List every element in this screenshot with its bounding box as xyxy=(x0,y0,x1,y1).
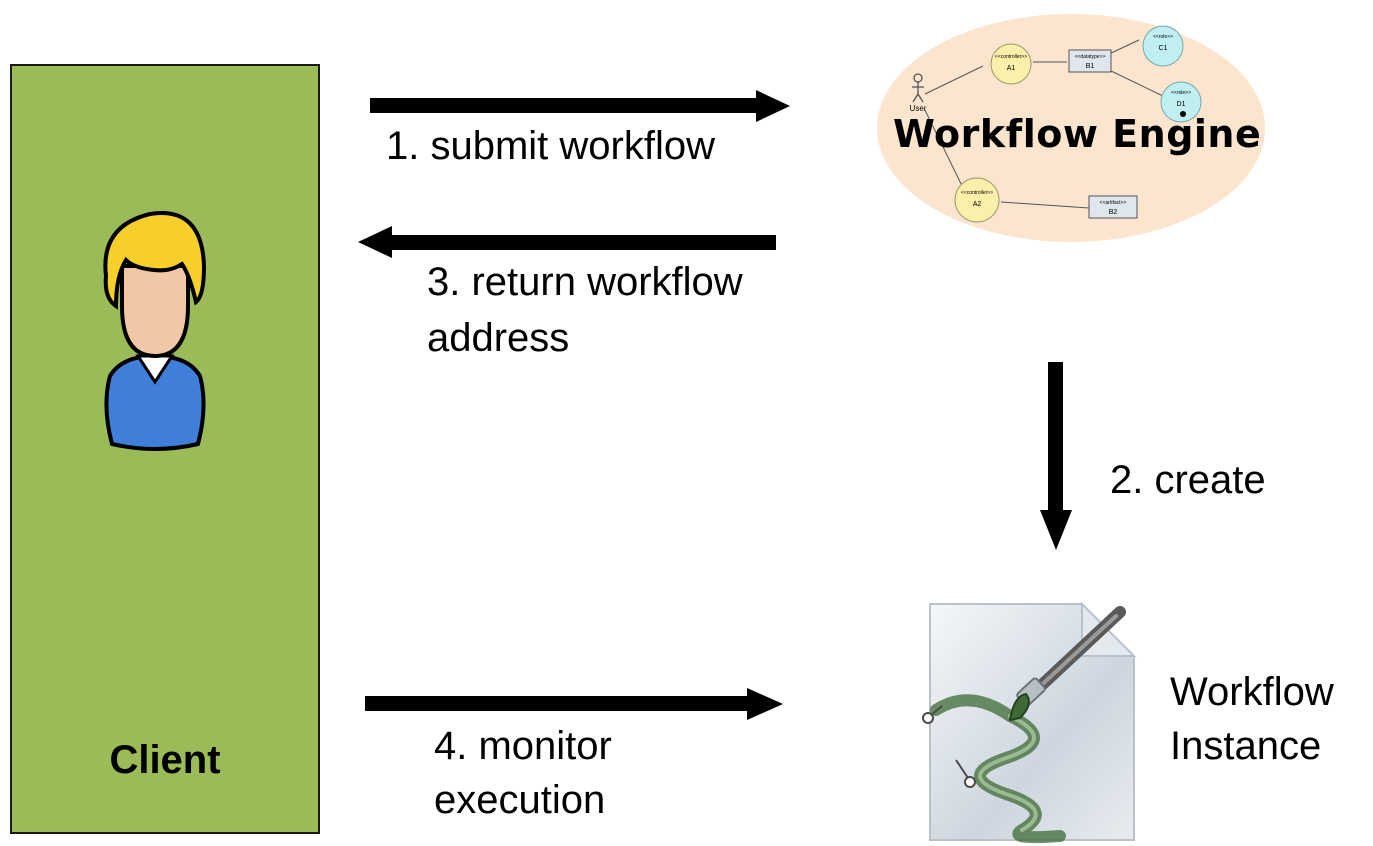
user-stick-icon xyxy=(912,73,924,103)
a2-text: A2 xyxy=(973,201,982,208)
step3-label-line1: 3. return workflow xyxy=(427,260,743,304)
a2-stereotype: <<controller>> xyxy=(961,190,993,196)
b2-stereotype: <<artifact>> xyxy=(1100,200,1127,206)
step4-label-line1: 4. monitor xyxy=(434,724,612,768)
step2-label: 2. create xyxy=(1110,458,1266,502)
submit-workflow-arrow xyxy=(370,90,790,122)
workflow-instance-document-icon xyxy=(922,601,1137,844)
step1-label: 1. submit workflow xyxy=(386,124,715,168)
user-text: User xyxy=(910,104,927,113)
path-handles-icon xyxy=(922,705,976,788)
a1-text: A1 xyxy=(1007,65,1016,72)
b1-text: B1 xyxy=(1086,63,1095,70)
b2-text: B2 xyxy=(1109,209,1118,216)
paintbrush-icon xyxy=(1008,606,1126,722)
client-label: Client xyxy=(109,738,221,782)
workflow-engine-title: Workflow Engine xyxy=(893,112,1262,156)
monitor-execution-arrow xyxy=(365,688,783,720)
return-address-arrow xyxy=(358,226,776,258)
a1-stereotype: <<controller>> xyxy=(995,54,1027,60)
step4-label-line2: execution xyxy=(434,778,606,822)
step3-label-line2: address xyxy=(427,316,570,360)
user-avatar-icon xyxy=(103,211,207,451)
workflow-engine-diagram: User <<controller>> A1 <<datatype>> B1 <… xyxy=(877,14,1265,242)
d1-stereotype: <<role>> xyxy=(1171,90,1191,96)
instance-label-line1: Workflow xyxy=(1170,670,1334,714)
c1-stereotype: <<role>> xyxy=(1153,34,1173,40)
c1-text: C1 xyxy=(1159,45,1168,52)
b1-stereotype: <<datatype>> xyxy=(1075,54,1106,60)
instance-label-line2: Instance xyxy=(1170,724,1322,768)
client-panel: Client xyxy=(10,64,320,834)
create-arrow xyxy=(1040,362,1072,550)
d1-text: D1 xyxy=(1177,101,1186,108)
